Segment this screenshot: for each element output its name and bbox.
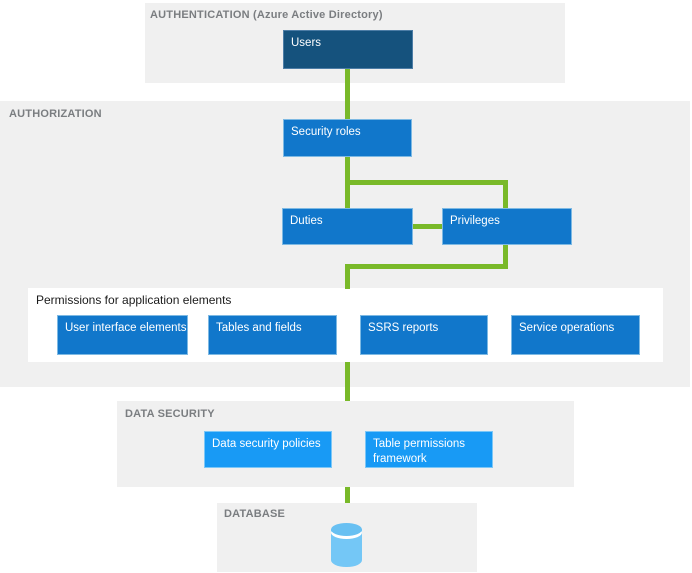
node-user-interface-elements: User interface elements <box>57 315 188 355</box>
section-label-database: DATABASE <box>224 508 286 520</box>
connector-users-to-security-roles <box>345 67 350 119</box>
node-duties: Duties <box>282 208 413 245</box>
node-privileges: Privileges <box>442 208 572 245</box>
section-label-authentication: AUTHENTICATION (Azure Active Directory) <box>150 9 383 21</box>
section-label-data-security: DATA SECURITY <box>125 408 215 420</box>
database-cylinder-cap <box>331 523 362 536</box>
node-ssrs-reports: SSRS reports <box>360 315 488 355</box>
node-security-roles: Security roles <box>283 119 412 157</box>
connector-data-security-to-database <box>345 487 350 503</box>
node-service-operations: Service operations <box>511 315 640 355</box>
permissions-panel-title: Permissions for application elements <box>36 293 232 307</box>
node-data-security-policies: Data security policies <box>204 431 332 468</box>
node-tables-and-fields: Tables and fields <box>208 315 337 355</box>
section-label-authorization: AUTHORIZATION <box>9 108 102 120</box>
section-data-security <box>117 401 574 487</box>
connector-duties-to-privileges <box>413 224 442 229</box>
connector-privileges-down <box>503 244 508 269</box>
connector-branch-to-privileges-horizontal <box>345 180 508 185</box>
node-table-permissions-framework: Table permissions framework <box>365 431 493 468</box>
connector-to-permissions-horizontal <box>345 264 508 269</box>
connector-permissions-to-data-security <box>345 362 350 401</box>
node-users: Users <box>283 30 413 69</box>
connector-branch-to-privileges-vertical <box>503 180 508 208</box>
connector-to-permissions-vertical <box>345 264 350 289</box>
